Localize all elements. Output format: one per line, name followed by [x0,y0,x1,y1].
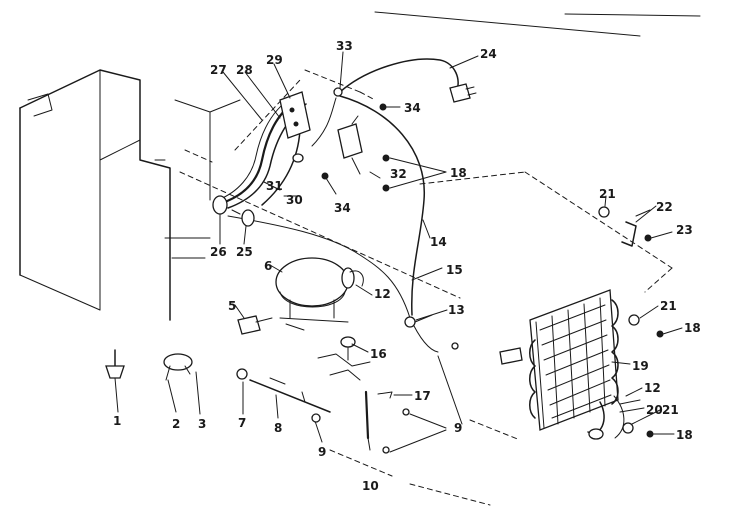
cabinet-outline [19,69,241,321]
callout-24: 24 [480,47,497,61]
small-fasteners [377,355,463,454]
callout-9a: 9 [318,445,326,459]
overload-protector [237,315,273,335]
leader-lines [219,51,661,425]
callout-21b: 21 [660,299,677,313]
callout-19: 19 [632,359,649,373]
callout-2: 2 [172,417,180,431]
screws-34 [292,103,401,195]
mounting-bracket [279,91,311,139]
callout-33: 33 [336,39,353,53]
compressor [275,257,364,331]
condenser-coil [529,289,619,431]
callout-10: 10 [362,479,379,493]
washer-and-rail [236,368,331,443]
callout-7: 7 [238,416,246,430]
callout-12a: 12 [374,287,391,301]
callout-30: 30 [286,193,303,207]
callout-17: 17 [414,389,431,403]
callout-34a: 34 [404,101,421,115]
callout-3: 3 [198,417,206,431]
start-capacitor [163,353,201,415]
callout-28: 28 [236,63,253,77]
callout-21a: 21 [599,187,616,201]
callout-5: 5 [228,299,236,313]
sensor-bulb [105,349,125,413]
callout-20: 20 [646,403,663,417]
callout-9b: 9 [454,421,462,435]
long-bolt [364,390,371,451]
callout-15: 15 [446,263,463,277]
compressor-mount-grommet [317,336,371,381]
coil-fasteners [622,314,683,438]
callout-18c: 18 [676,428,693,442]
condenser-bracket [598,206,673,247]
callout-18b: 18 [684,321,701,335]
callout-21c: 21 [662,403,679,417]
callout-16: 16 [370,347,387,361]
condenser-outlet-tubes [587,395,641,440]
callout-31: 31 [266,179,283,193]
cord-grommet [333,87,343,97]
callout-27: 27 [210,63,227,77]
base-dashed-lines [179,69,673,506]
screws-18-relay [369,154,447,192]
wiring-harness [339,95,425,316]
callout-32: 32 [390,167,407,181]
callout-8: 8 [274,421,282,435]
callout-labels: 1 2 3 5 6 7 8 9 9 10 12 12 13 14 15 16 1… [113,39,701,493]
power-plug [449,83,477,103]
power-cord [311,58,459,147]
callout-13: 13 [448,303,465,317]
callout-1: 1 [113,414,121,428]
callout-25: 25 [236,245,253,259]
drier-fittings [212,195,255,227]
callout-14: 14 [430,235,447,249]
harness-clip [404,314,459,350]
callout-12b: 12 [644,381,661,395]
callout-29: 29 [266,53,283,67]
callout-26: 26 [210,245,227,259]
filter-drier [499,347,523,365]
callout-22: 22 [656,200,673,214]
callout-23: 23 [676,223,693,237]
callout-18a: 18 [450,166,467,180]
relay-box [337,115,363,159]
callout-6: 6 [264,259,272,273]
callout-34b: 34 [334,201,351,215]
corner-border-lines [374,11,701,37]
